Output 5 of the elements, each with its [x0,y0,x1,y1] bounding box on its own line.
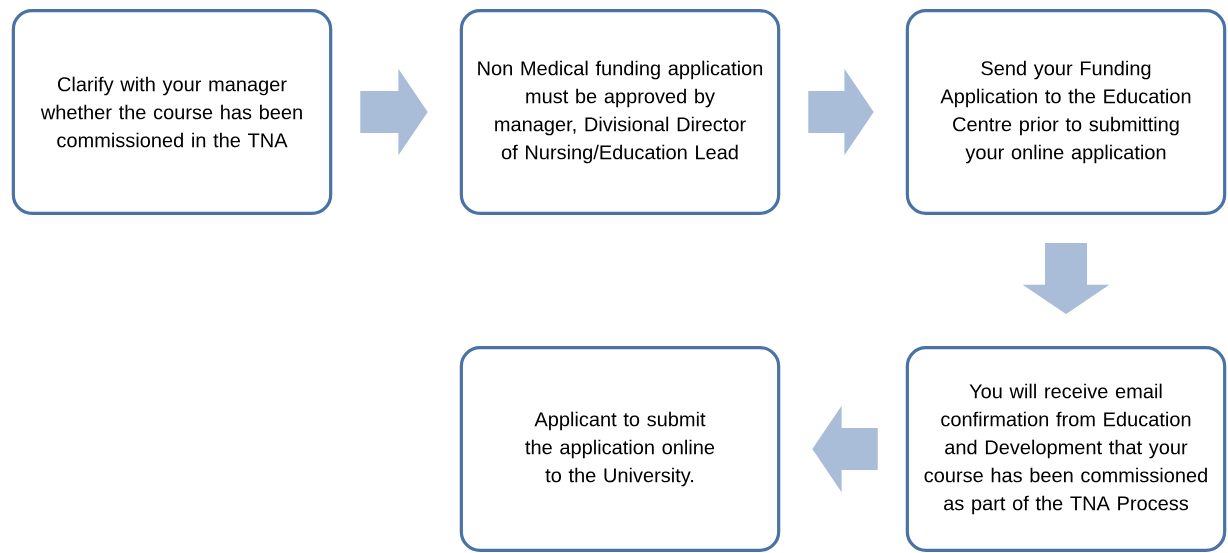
process-box: You will receive email confirmation from Education and Development that your course has been commissioned as part of the TNA Process [905,346,1227,552]
process-box: Applicant to submit the application online to the University. [459,346,781,552]
process-box: Send your Funding Application to the Education Centre prior to submitting your online application [905,9,1227,215]
process-box: Clarify with your manager whether the course has been commissioned in the TNA [11,9,333,215]
process-box: Non Medical funding application must be approved by manager, Divisional Director of Nursing/Education Lead [459,9,781,215]
